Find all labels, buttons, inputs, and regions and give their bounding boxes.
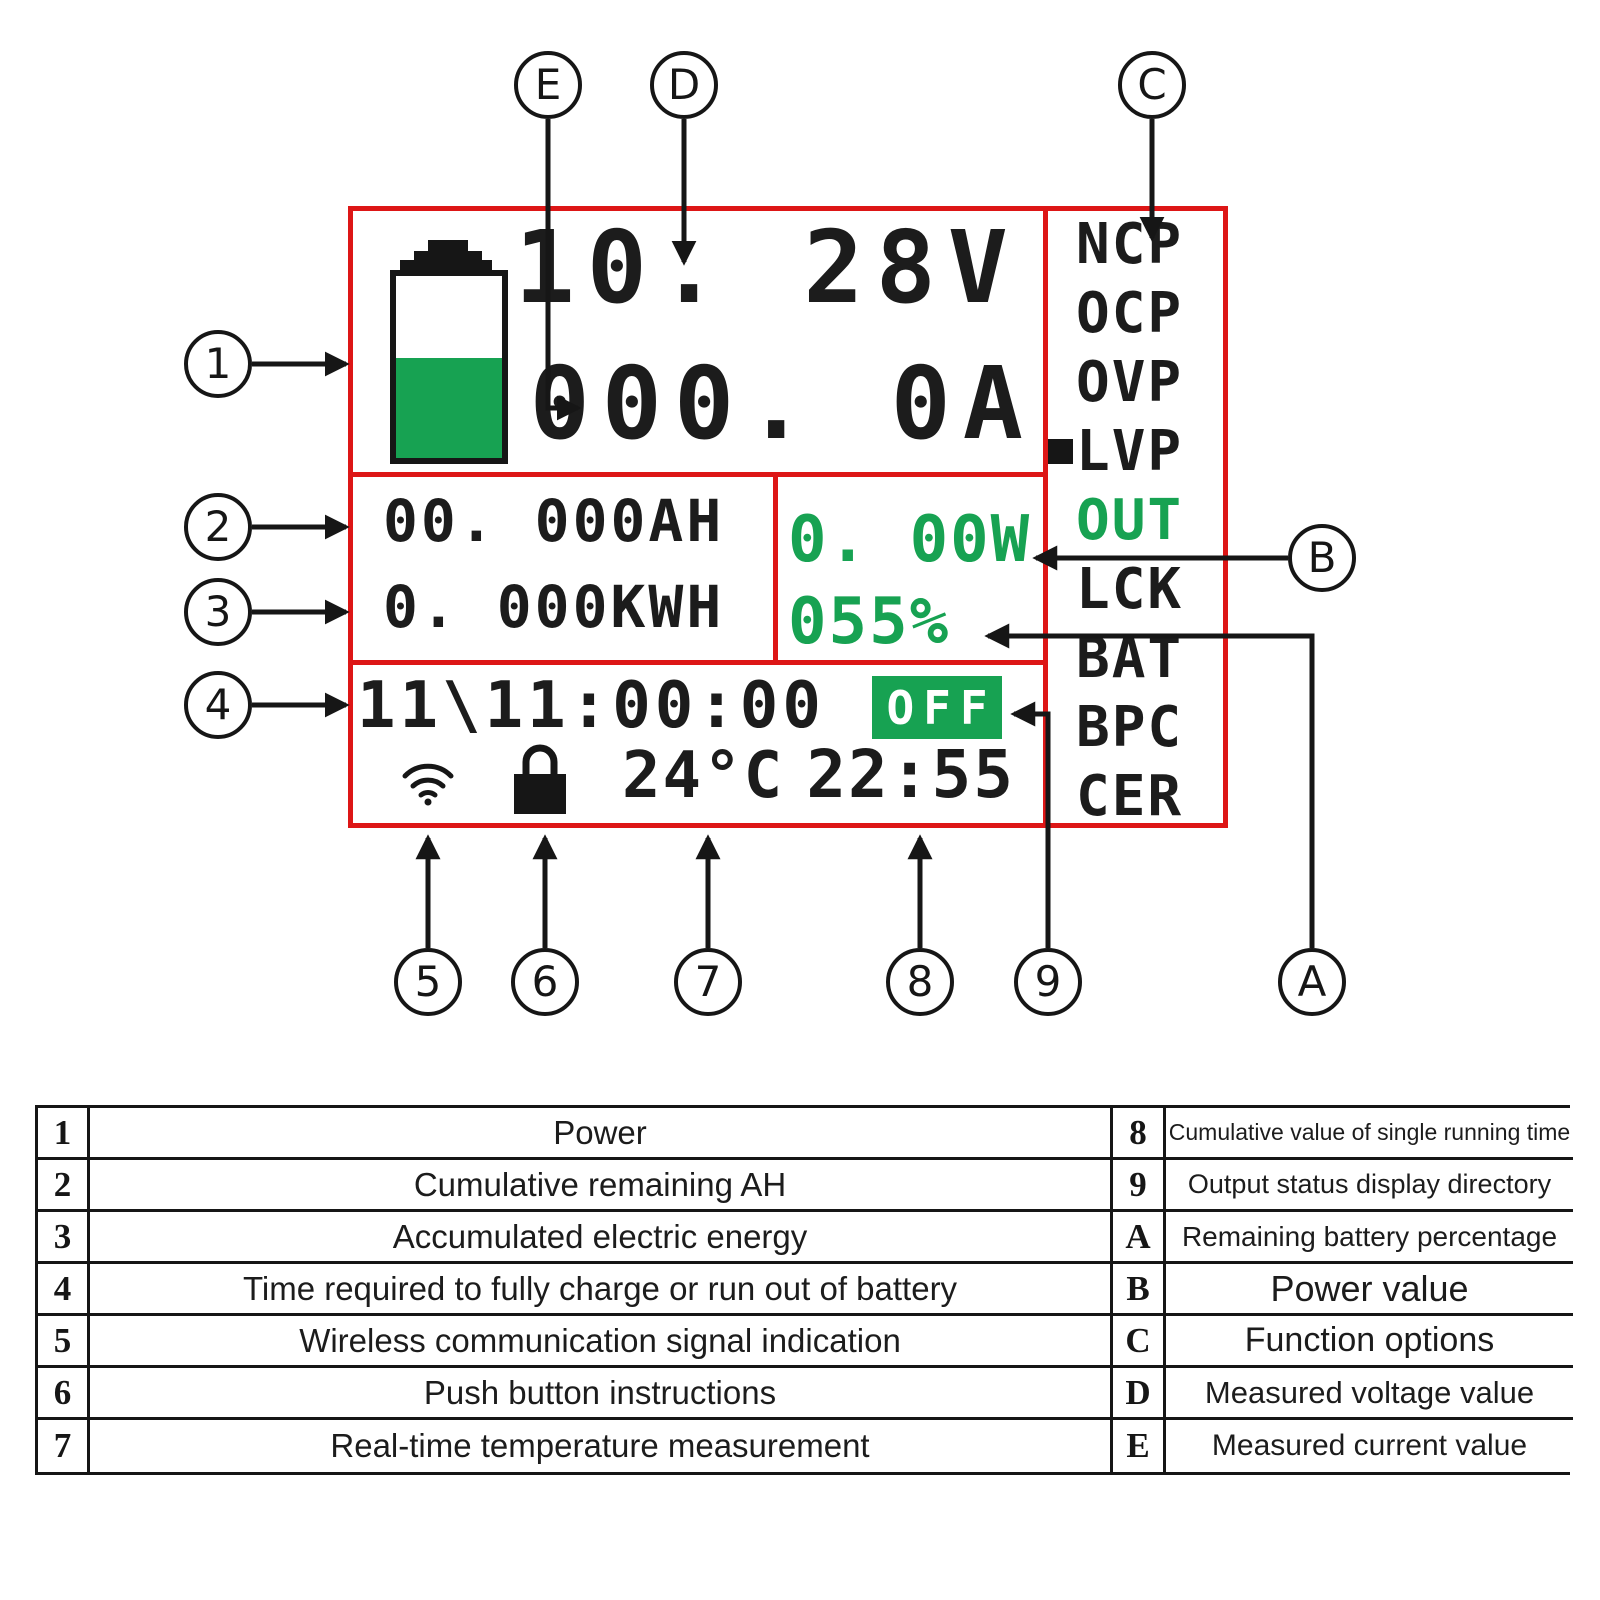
callout-circle-4: 4 — [184, 671, 252, 739]
panel-divider-power-cell — [773, 472, 778, 665]
temperature-value: 24°C — [622, 739, 785, 813]
callout-circle-7: 7 — [674, 948, 742, 1016]
callout-circle-a: A — [1278, 948, 1346, 1016]
panel-divider-function-column — [1043, 206, 1048, 828]
callout-circle-6: 6 — [511, 948, 579, 1016]
battery-icon — [414, 251, 482, 262]
power-value: 0. 00W — [788, 503, 1032, 577]
selected-marker-icon — [1048, 439, 1073, 464]
output-status-badge: OFF — [872, 676, 1002, 739]
legend-key: 5 — [38, 1316, 90, 1368]
legend-key: 3 — [38, 1212, 90, 1264]
callout-circle-8: 8 — [886, 948, 954, 1016]
legend-key: 9 — [1113, 1160, 1166, 1212]
callout-circle-b: B — [1288, 524, 1356, 592]
function-option-out: OUT — [1076, 488, 1184, 553]
panel-divider-horizontal-1 — [348, 472, 1048, 477]
function-option-bpc: BPC — [1076, 695, 1184, 760]
legend-key: 6 — [38, 1368, 90, 1420]
energy-value: 0. 000KWH — [383, 573, 725, 641]
legend-desc: Function options — [1166, 1316, 1573, 1368]
battery-icon — [390, 270, 508, 464]
legend-key: 2 — [38, 1160, 90, 1212]
legend-key: 1 — [38, 1108, 90, 1160]
legend-desc: Accumulated electric energy — [90, 1212, 1113, 1264]
callout-circle-3: 3 — [184, 578, 252, 646]
legend-key: A — [1113, 1212, 1166, 1264]
legend-desc: Remaining battery percentage — [1166, 1212, 1573, 1264]
arrow-a-percent — [984, 623, 1315, 948]
function-option-ocp: OCP — [1076, 281, 1184, 346]
function-option-lvp: LVP — [1048, 417, 1228, 486]
legend-desc: Cumulative value of single running time — [1166, 1108, 1573, 1160]
legend-key: B — [1113, 1264, 1166, 1316]
battery-fill-level — [396, 357, 502, 458]
function-option-ovp: OVP — [1076, 350, 1184, 415]
legend-desc: Measured current value — [1166, 1420, 1573, 1472]
wifi-icon — [402, 763, 454, 806]
callout-circle-c: C — [1118, 51, 1186, 119]
legend-desc: Wireless communication signal indication — [90, 1316, 1113, 1368]
legend-table: 1 Power 8 Cumulative value of single run… — [35, 1105, 1573, 1475]
function-options-list: NCP OCP OVP LVP OUT LCK BAT BPC CER — [1048, 210, 1228, 831]
legend-desc: Real-time temperature measurement — [90, 1420, 1113, 1472]
legend-desc: Time required to fully charge or run out… — [90, 1264, 1113, 1316]
legend-key: 7 — [38, 1420, 90, 1472]
arrow-9-off — [1010, 701, 1051, 948]
legend-key: 8 — [1113, 1108, 1166, 1160]
legend-desc: Power value — [1166, 1264, 1573, 1316]
legend-desc: Push button instructions — [90, 1368, 1113, 1420]
legend-desc: Output status display directory — [1166, 1160, 1573, 1212]
battery-percent-value: 055% — [788, 585, 951, 659]
callout-circle-e: E — [514, 51, 582, 119]
callout-circle-9: 9 — [1014, 948, 1082, 1016]
legend-desc: Measured voltage value — [1166, 1368, 1573, 1420]
output-status-label: OFF — [886, 680, 997, 735]
legend-key: C — [1113, 1316, 1166, 1368]
arrow-e-current — [545, 119, 582, 421]
lock-icon — [514, 744, 566, 814]
legend-key: E — [1113, 1420, 1166, 1472]
function-option-lck: LCK — [1076, 557, 1184, 622]
battery-icon — [428, 240, 468, 253]
legend-key: 4 — [38, 1264, 90, 1316]
legend-desc: Cumulative remaining AH — [90, 1160, 1113, 1212]
clock-value: 22:55 — [806, 736, 1015, 813]
callout-circle-2: 2 — [184, 493, 252, 561]
panel-divider-horizontal-2 — [348, 660, 1048, 665]
callout-circle-1: 1 — [184, 330, 252, 398]
legend-desc: Power — [90, 1108, 1113, 1160]
function-option-label: LVP — [1076, 419, 1184, 484]
battery-icon — [400, 260, 492, 272]
amp-hours-value: 00. 000AH — [383, 487, 725, 555]
callout-circle-5: 5 — [394, 948, 462, 1016]
callout-circle-d: D — [650, 51, 718, 119]
runtime-value: 11\11:00:00 — [357, 669, 825, 743]
function-option-cer: CER — [1076, 764, 1184, 829]
legend-key: D — [1113, 1368, 1166, 1420]
